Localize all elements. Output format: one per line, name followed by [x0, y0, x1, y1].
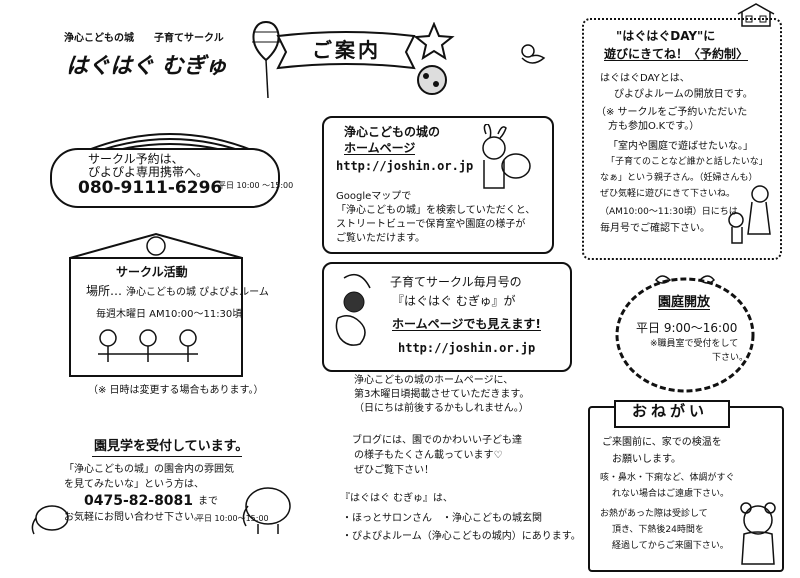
elephant-right-icon [242, 487, 291, 534]
activity-schedule: 毎週木曜日 AM10:00〜11:30頃 [96, 309, 243, 320]
request-item-4: お熱があった際は受診して [600, 509, 708, 519]
circle-page-panel [322, 262, 572, 372]
circle-page-footer1: 『はぐはぐ むぎゅ』は、 [340, 493, 453, 504]
haguday-title1: "はぐはぐDAY"に [616, 29, 716, 43]
haguday-l10: 毎月号でご確認下さい。 [600, 223, 710, 234]
mother-child-icon [728, 185, 771, 244]
title-ribbon [276, 31, 416, 70]
haguday-l9: （AM10:00〜11:30頃）日にちは [600, 207, 738, 217]
homepage-search3: ストリートビューで保育室や園庭の様子が [336, 219, 526, 230]
tour-suffix: まで [198, 496, 218, 507]
circle-page-line2: 『はぐはぐ むぎゅ』が [392, 294, 516, 308]
request-item-3: れない場合はご遠慮下さい。 [612, 489, 730, 499]
request-title-frame [614, 400, 730, 428]
haguday-l7: なぁ」という親子さん。（妊婦さんも） [600, 173, 758, 183]
elephant-left-icon [31, 505, 69, 535]
request-item-0: ご来園前に、家での検温を [602, 437, 722, 448]
garden-title: 園庭開放 [658, 295, 711, 310]
request-title: おねがい [632, 402, 709, 420]
activity-place-label: 場所… [86, 284, 123, 298]
circle-name: はぐはぐ むぎゅ [66, 54, 227, 79]
reservation-phone: 080-9111-6296 [78, 178, 223, 198]
reservation-cloud [50, 148, 280, 208]
tour-phone: 0475-82-8081 [84, 493, 194, 509]
reservation-hours: 平日 10:00 〜15:00 [218, 181, 294, 190]
haguday-l5: 「室内や園庭で遊ばせたいな。」 [608, 141, 753, 152]
garden-note1: ※職員室で受付をして [650, 339, 739, 349]
circle-page-footer3: ・ぴよぴよルーム（浄心こどもの城内）にあります。 [342, 531, 581, 542]
tour-text2: を見てみたいな」という方は、 [64, 479, 204, 490]
garden-wreath [615, 275, 755, 393]
haguday-l1: はぐはぐDAYとは、 [600, 73, 690, 84]
homepage-search2: 「浄心こどもの城」を検索していただくと、 [336, 205, 536, 216]
homepage-search4: ご覧いただけます。 [336, 233, 425, 244]
reservation-line1: サークル予約は、 [88, 152, 184, 166]
page-title: ご案内 [312, 38, 381, 62]
homepage-search1: Googleマップで [336, 191, 412, 202]
tour-title: 園見学を受付しています。 [94, 439, 249, 454]
tour-text3: お気軽にお問い合わせ下さい。 [64, 512, 204, 523]
haguday-l8: ぜひ気軽に遊びにきて下さいね。 [600, 189, 736, 199]
squirrel-icon [335, 273, 371, 346]
request-item-2: 咳・鼻水・下痢など、体調がすぐ [600, 473, 735, 483]
request-item-6: 経過してからご来園下さい。 [612, 541, 729, 551]
homepage-title1: 浄心こどもの城の [344, 125, 441, 139]
organizer-label: 浄心こどもの城 子育てサークル [64, 33, 224, 44]
activity-note: （※ 日時は変更する場合もあります。） [88, 385, 264, 396]
circle-page-url[interactable]: http://joshin.or.jp [398, 341, 536, 355]
tour-hours: 平日 10:00〜15:00 [196, 514, 269, 523]
homepage-title2: ホームページ [344, 141, 416, 155]
bear-icon [740, 502, 776, 565]
homepage-url[interactable]: http://joshin.or.jp [336, 159, 474, 173]
kids-illustration [98, 329, 198, 362]
activity-place-value: 浄心こどもの城 ぴよぴよルーム [126, 287, 269, 298]
reservation-line2: ぴよぴよ専用携帯へ。 [88, 165, 209, 179]
haguday-frame [582, 18, 782, 260]
tour-title-underline [92, 456, 242, 457]
request-item-1: お願いします。 [612, 454, 681, 465]
circle-page-footer2: ・ほっとサロンさん ・浄心こどもの城玄関 [342, 513, 542, 524]
request-item-5: 頂き、下熱後24時間を [612, 525, 704, 535]
activity-title: サークル活動 [116, 265, 188, 279]
rabbit-basket-icon [482, 124, 531, 189]
haguday-l4: 方も参加O.Kです。） [608, 121, 700, 132]
circle-page-blog3: ぜひご覧下さい！ [354, 465, 434, 476]
haguday-l3: （※ サークルをご予約いただいた [596, 107, 748, 118]
haguday-title2: 遊びにきてね！〈予約制〉 [604, 47, 749, 61]
activity-house-frame [69, 232, 243, 377]
circle-page-blog1: ブログには、園でのかわいい子ども達 [352, 435, 522, 446]
balloon-decoration [252, 20, 280, 98]
circle-page-line3: ホームページでも見えます! [392, 317, 541, 331]
homepage-panel [322, 116, 554, 254]
haguday-l6: 「子育てのことなど誰かと話したいな」 [606, 157, 768, 167]
circle-page-desc2: 第3木曜日頃掲載させていただきます。 [354, 389, 530, 400]
garden-hours: 平日 9:00〜16:00 [636, 321, 738, 335]
star-balloon-icon [413, 22, 455, 95]
haguday-l2: ぴよぴよルームの開放日です。 [614, 89, 753, 100]
circle-page-desc3: （日にちは前後するかもしれません。） [354, 403, 529, 414]
garden-note2: 下さい。 [712, 353, 749, 363]
circle-page-desc1: 浄心こどもの城のホームページに、 [354, 375, 514, 386]
duck-icon [521, 44, 546, 64]
tour-text1: 「浄心こどもの城」の園舎内の雰囲気 [64, 464, 234, 475]
circle-page-blog2: の様子もたくさん載っています♡ [354, 450, 503, 461]
circle-page-line1: 子育てサークル毎月号の [390, 275, 522, 289]
